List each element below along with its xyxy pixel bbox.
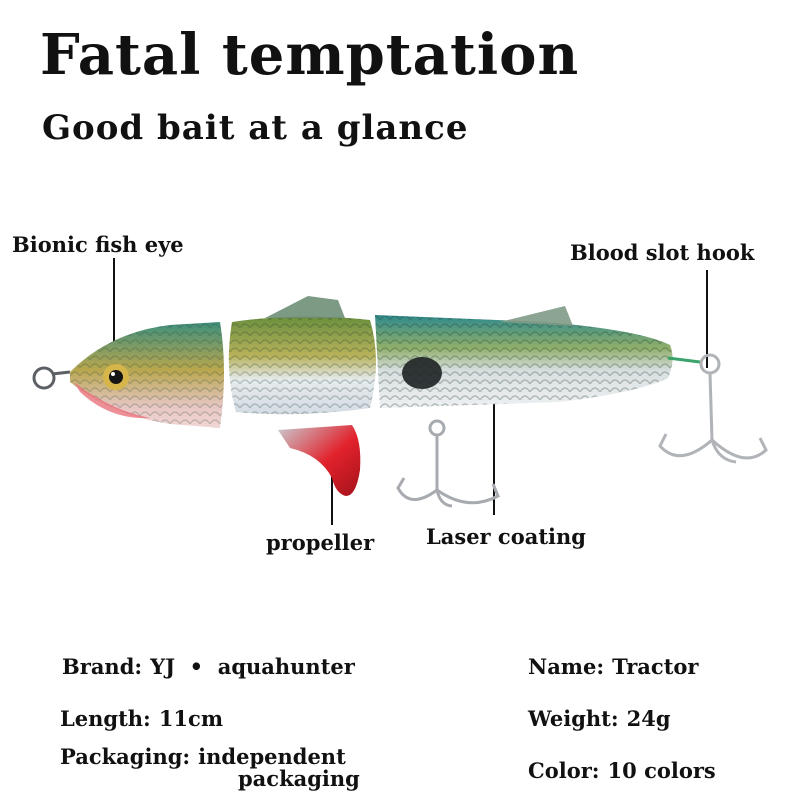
callout-propeller: propeller: [266, 530, 375, 555]
spec-packaging-value-line1: independent: [198, 744, 346, 769]
spec-length-label: Length:: [60, 706, 151, 731]
spec-packaging: Packaging: independent: [60, 744, 346, 769]
spec-weight-label: Weight:: [528, 706, 619, 731]
spec-color-label: Color:: [528, 758, 600, 783]
callout-laser-coating: Laser coating: [426, 524, 586, 549]
callout-blood-slot-hook: Blood slot hook: [570, 240, 755, 265]
spec-color-value: 10 colors: [607, 758, 716, 783]
spec-brand: Brand: YJ • aquahunter: [62, 654, 355, 679]
spec-packaging-label: Packaging:: [60, 744, 191, 769]
page-title: Fatal temptation: [40, 22, 580, 88]
line-tie-ring: [32, 366, 56, 390]
rear-dorsal-fin: [500, 306, 573, 326]
propeller-blade: [278, 425, 361, 496]
spec-name: Name: Tractor: [528, 654, 698, 679]
spec-weight-value: 24g: [626, 706, 671, 731]
spec-brand-label: Brand:: [62, 654, 143, 679]
page-subtitle: Good bait at a glance: [42, 108, 469, 148]
callout-bionic-fish-eye: Bionic fish eye: [12, 232, 184, 257]
spec-packaging-value-line2: packaging: [238, 766, 360, 791]
spec-brand-value: YJ • aquahunter: [150, 654, 355, 679]
front-dorsal-fin: [265, 296, 345, 318]
spec-color: Color: 10 colors: [528, 758, 716, 783]
laser-spot: [402, 357, 442, 389]
blood-slot-treble-hook: [658, 353, 768, 464]
spec-name-value: Tractor: [612, 654, 699, 679]
spec-length: Length: 11cm: [60, 706, 223, 731]
belly-treble-hook: [396, 419, 500, 508]
spec-length-value: 11cm: [158, 706, 224, 731]
spec-weight: Weight: 24g: [528, 706, 671, 731]
spec-name-label: Name:: [528, 654, 605, 679]
